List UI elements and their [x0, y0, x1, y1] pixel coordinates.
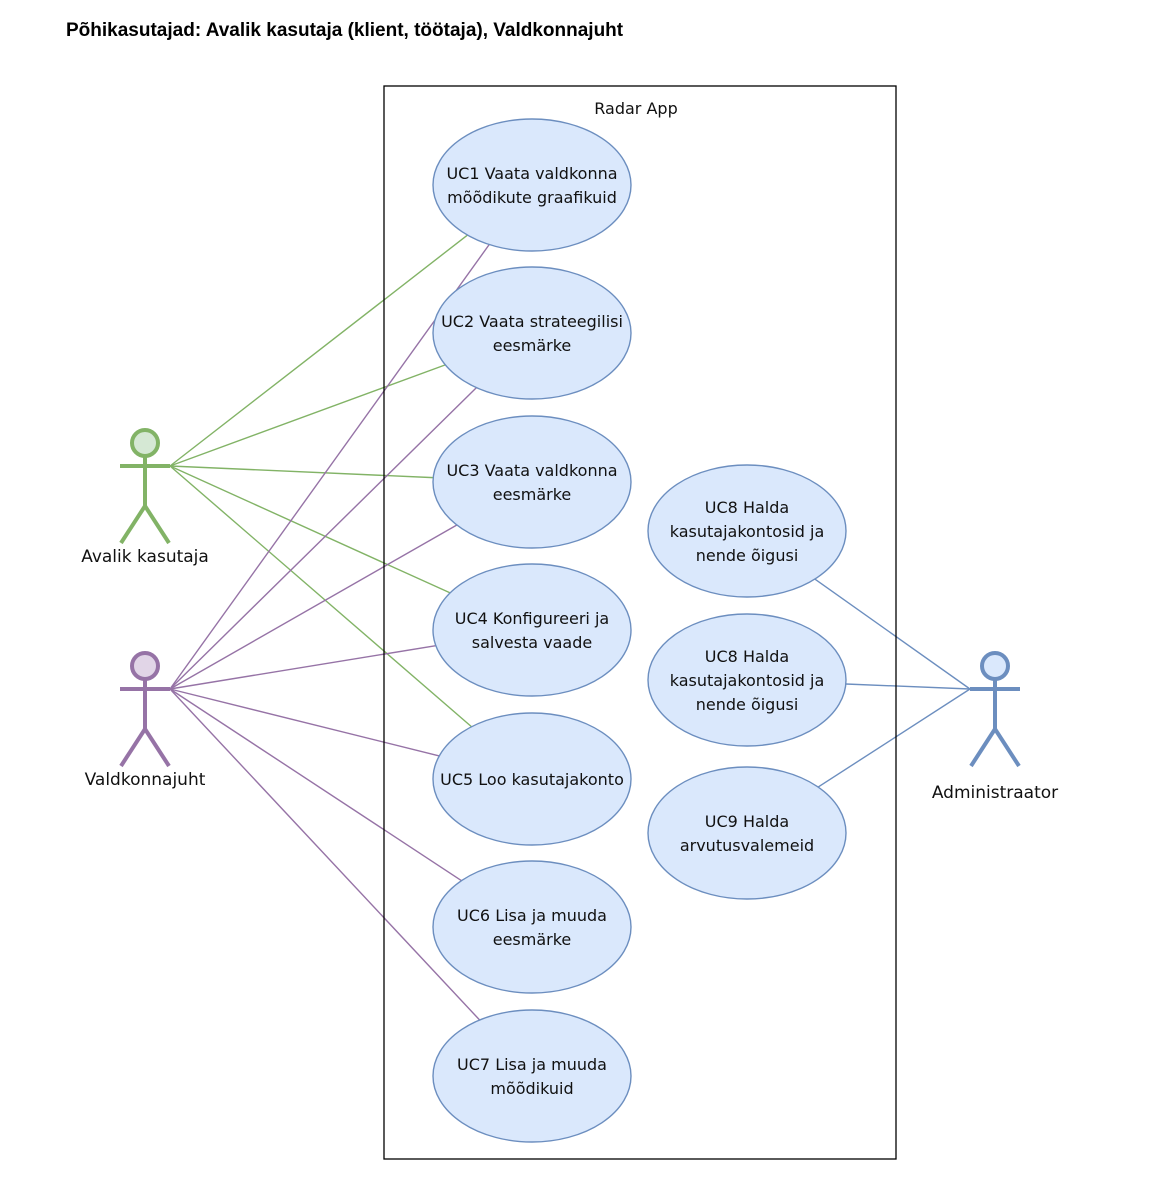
association-public-uc5	[169, 465, 473, 728]
use-case-ellipse	[432, 712, 632, 846]
use-case-ellipse	[432, 118, 632, 252]
actor-figure-icon	[969, 651, 1021, 768]
association-domain-uc4	[169, 644, 436, 690]
system-name: Radar App	[594, 99, 677, 118]
use-case-ellipse	[432, 563, 632, 697]
association-admin-uc8a	[814, 578, 971, 690]
use-case-uc2[interactable]: UC2 Vaata strateegilisi eesmärke	[432, 266, 632, 400]
association-domain-uc6	[169, 688, 462, 882]
use-case-ellipse	[432, 415, 632, 549]
association-public-uc1	[169, 234, 468, 467]
use-case-label: salvesta vaade	[472, 633, 592, 652]
use-case-label: UC9 Halda	[705, 812, 789, 831]
use-case-uc1[interactable]: UC1 Vaata valdkonna mõõdikute graafikuid	[432, 118, 632, 252]
use-case-uc3[interactable]: UC3 Vaata valdkonna eesmärke	[432, 415, 632, 549]
system-boundary-group: Radar App	[383, 85, 897, 1160]
use-case-label: mõõdikute graafikuid	[447, 188, 617, 207]
association-domain-uc7	[169, 688, 481, 1021]
use-case-uc5[interactable]: UC5 Loo kasutajakonto	[432, 712, 632, 846]
actor-label: Administraator	[932, 783, 1058, 803]
use-case-uc6[interactable]: UC6 Lisa ja muuda eesmärke	[432, 860, 632, 994]
use-case-ellipse	[647, 464, 847, 598]
use-case-uc8a[interactable]: UC8 Halda kasutajakontosid ja nende õigusi	[647, 464, 847, 598]
use-case-label: kasutajakontosid ja	[670, 671, 825, 690]
use-case-ellipse	[647, 766, 847, 900]
use-case-label: kasutajakontosid ja	[670, 522, 825, 541]
use-case-label: nende õigusi	[696, 695, 799, 714]
diagram-heading: Põhikasutajad: Avalik kasutaja (klient, …	[66, 20, 624, 41]
use-case-uc8b[interactable]: UC8 Halda kasutajakontosid ja nende õigusi	[647, 613, 847, 747]
use-case-ellipse	[432, 860, 632, 994]
actor-label: Avalik kasutaja	[81, 547, 209, 567]
association-domain-uc5	[169, 688, 440, 757]
use-case-label: eesmärke	[493, 485, 572, 504]
use-case-label: UC3 Vaata valdkonna	[446, 461, 617, 480]
use-case-label: UC8 Halda	[705, 647, 789, 666]
association-admin-uc8b	[845, 683, 971, 690]
association-lines	[169, 234, 971, 1021]
use-case-label: UC1 Vaata valdkonna	[446, 164, 617, 183]
actor-figure-icon	[119, 651, 171, 768]
association-public-uc2	[169, 364, 446, 467]
use-case-label: UC8 Halda	[705, 498, 789, 517]
actor-label: Valdkonnajuht	[85, 770, 206, 790]
use-case-label: UC6 Lisa ja muuda	[457, 906, 607, 925]
association-domain-uc3	[169, 524, 458, 690]
association-public-uc4	[169, 465, 451, 594]
system-boundary	[383, 85, 897, 1160]
actor-admin[interactable]: Administraator	[932, 651, 1058, 803]
use-case-uc7[interactable]: UC7 Lisa ja muuda mõõdikuid	[432, 1009, 632, 1143]
use-case-ellipse	[432, 1009, 632, 1143]
actor-figure-icon	[119, 428, 171, 545]
use-case-uc9[interactable]: UC9 Halda arvutusvalemeid	[647, 766, 847, 900]
use-case-ellipse	[432, 266, 632, 400]
use-case-label: eesmärke	[493, 930, 572, 949]
use-case-label: UC7 Lisa ja muuda	[457, 1055, 607, 1074]
use-case-label: mõõdikuid	[490, 1079, 573, 1098]
actor-public[interactable]: Avalik kasutaja	[81, 428, 209, 567]
association-admin-uc9	[817, 688, 971, 788]
use-case-label: UC5 Loo kasutajakonto	[440, 770, 624, 789]
actor-domain[interactable]: Valdkonnajuht	[85, 651, 206, 790]
use-case-uc4[interactable]: UC4 Konfigureeri ja salvesta vaade	[432, 563, 632, 697]
association-public-uc3	[169, 465, 434, 479]
use-case-label: arvutusvalemeid	[680, 836, 814, 855]
actors: Avalik kasutajaValdkonnajuhtAdministraat…	[81, 428, 1058, 803]
use-case-label: UC4 Konfigureeri ja	[455, 609, 609, 628]
use-case-label: eesmärke	[493, 336, 572, 355]
use-case-label: UC2 Vaata strateegilisi	[441, 312, 623, 331]
association-domain-uc2	[169, 387, 477, 690]
use-case-ellipse	[647, 613, 847, 747]
use-case-label: nende õigusi	[696, 546, 799, 565]
